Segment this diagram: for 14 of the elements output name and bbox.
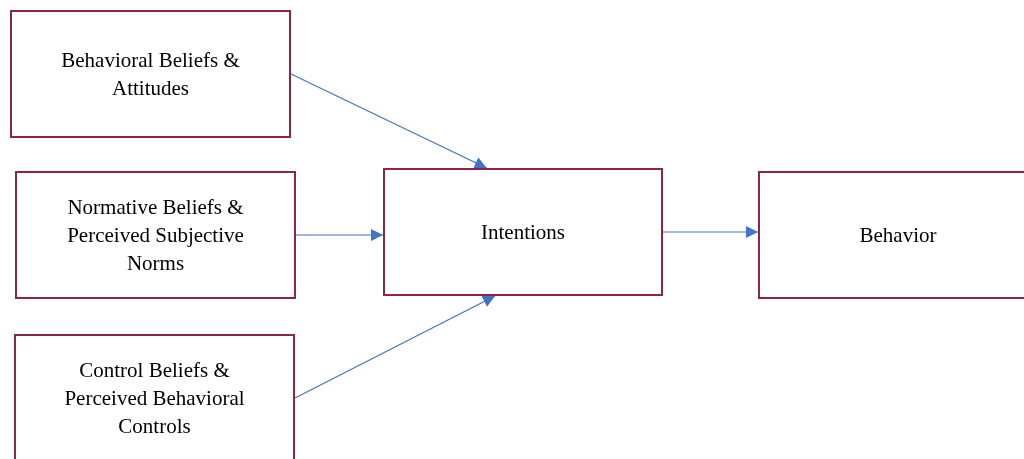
process-box: [383, 168, 663, 296]
arrow: [290, 73, 488, 169]
process-box: [15, 171, 296, 299]
process-box: [10, 10, 291, 138]
box-label: Behavior: [858, 222, 938, 249]
arrow: [662, 226, 759, 238]
process-box: [14, 334, 295, 459]
process-box: [758, 171, 1024, 299]
arrow: [294, 295, 496, 399]
box-label: Intentions: [480, 219, 566, 246]
box-label: Normative Beliefs & Perceived Subjective Norms: [66, 194, 245, 277]
box-label: Control Beliefs & Perceived Behavioral Controls: [63, 357, 246, 440]
arrow: [295, 229, 384, 241]
box-label: Behavioral Beliefs & Attitudes: [60, 47, 241, 102]
